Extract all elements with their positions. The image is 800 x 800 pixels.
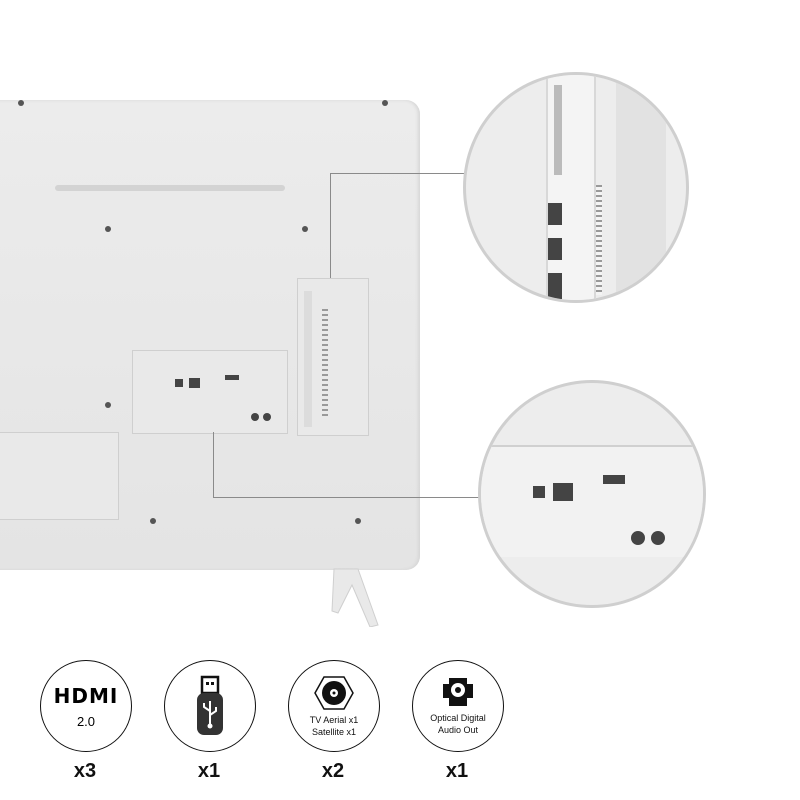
callout-line [330,173,465,174]
usb-port [548,273,562,299]
callout-line [330,173,331,278]
aerial-count: x2 [321,760,345,782]
hdmi-version: 2.0 [76,713,96,729]
zoom-side-ports [463,72,689,303]
coax-port [251,413,259,421]
screw [382,100,388,106]
optical-port [533,486,545,498]
hdmi-port [548,238,562,260]
usb-stick-icon [164,660,256,752]
hdmi-spec: HDMI 2.0 x3 [40,660,132,783]
callout-line [213,497,486,498]
screw [18,100,24,106]
usb-spec: x1 [164,660,256,783]
screw [105,402,111,408]
optical-label-line1: Optical Digital [430,713,486,723]
hdmi-port [225,375,239,380]
optical-port [175,379,183,387]
zoom-rear-ports [478,380,706,608]
hdmi-logo: HDMI [53,683,119,708]
coax-port [263,413,271,421]
screw [150,518,156,524]
side-port-panel [297,278,369,436]
optical-audio-icon: Optical Digital Audio Out [412,660,504,752]
panel-cover [0,432,119,520]
coax-port [651,531,665,545]
callout-line [213,432,214,497]
hdmi-port [548,203,562,225]
usb-count: x1 [197,760,221,782]
optical-count: x1 [445,760,469,782]
rear-port-panel [132,350,288,434]
screw [355,518,361,524]
side-port-strip [304,291,312,427]
aerial-spec: TV Aerial x1 Satellite x1 x2 [288,660,380,783]
lan-port [553,483,573,501]
screw [302,226,308,232]
hdmi-port [603,475,625,484]
screw [105,226,111,232]
port-labels [322,309,328,419]
optical-spec: Optical Digital Audio Out x1 [412,660,504,783]
tv-stand [331,568,379,627]
hdmi-count: x3 [73,760,97,782]
satellite-label: Satellite x1 [311,726,357,737]
coax-connector-icon: TV Aerial x1 Satellite x1 [288,660,380,752]
optical-label-line2: Audio Out [437,725,479,735]
aerial-label: TV Aerial x1 [309,714,359,725]
coax-port [631,531,645,545]
lan-port [189,378,200,388]
vent [55,185,285,191]
hdmi-icon: HDMI 2.0 [40,660,132,752]
